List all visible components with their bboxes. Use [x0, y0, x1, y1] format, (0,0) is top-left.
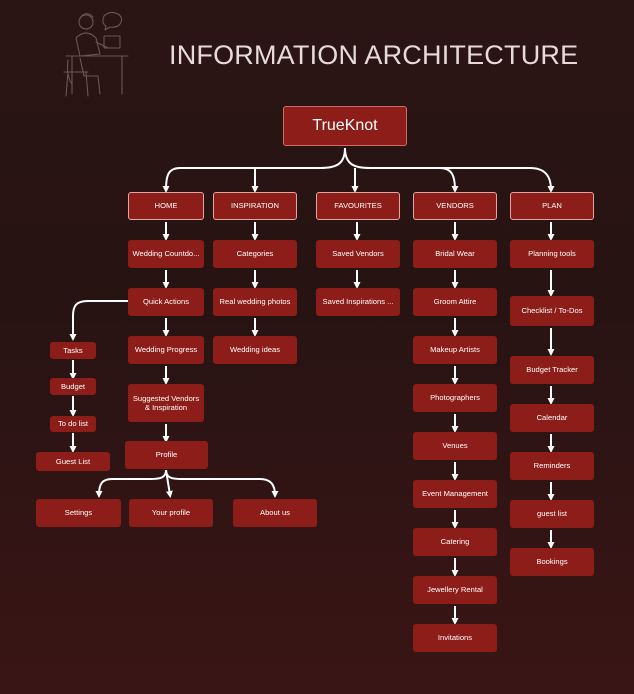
vendors-jewellery-rental: Jewellery Rental: [413, 576, 497, 604]
plan-reminders: Reminders: [510, 452, 594, 480]
root-node: TrueKnot: [283, 106, 407, 146]
category-favourites: FAVOURITES: [316, 192, 400, 220]
category-vendors: VENDORS: [413, 192, 497, 220]
profile-settings: Settings: [36, 499, 121, 527]
plan-budget-tracker: Budget Tracker: [510, 356, 594, 384]
category-inspiration: INSPIRATION: [213, 192, 297, 220]
category-home: HOME: [128, 192, 204, 220]
vendors-bridal-wear: Bridal Wear: [413, 240, 497, 268]
plan-calendar: Calendar: [510, 404, 594, 432]
quick-action-tasks: Tasks: [50, 342, 96, 359]
vendors-photographers: Photographers: [413, 384, 497, 412]
vendors-event-management: Event Management: [413, 480, 497, 508]
quick-action-guest-list: Guest List: [36, 452, 110, 471]
vendors-venues: Venues: [413, 432, 497, 460]
home-wedding-progress: Wedding Progress: [128, 336, 204, 364]
inspiration-categories: Categories: [213, 240, 297, 268]
plan-checklist-todos: Checklist / To-Dos: [510, 296, 594, 326]
category-plan: PLAN: [510, 192, 594, 220]
plan-bookings: Bookings: [510, 548, 594, 576]
vendors-catering: Catering: [413, 528, 497, 556]
vendors-makeup-artists: Makeup Artists: [413, 336, 497, 364]
vendors-invitations: Invitations: [413, 624, 497, 652]
inspiration-real-wedding-photos: Real wedding photos: [213, 288, 297, 316]
home-profile: Profile: [125, 441, 208, 469]
home-suggested-vendors: Suggested Vendors & Inspiration: [128, 384, 204, 422]
quick-action-budget: Budget: [50, 378, 96, 395]
plan-planning-tools: Planning tools: [510, 240, 594, 268]
person-at-desk-icon: [63, 11, 129, 97]
profile-your-profile: Your profile: [129, 499, 213, 527]
page-title: INFORMATION ARCHITECTURE: [169, 40, 579, 70]
quick-action-todo: To do list: [50, 416, 96, 432]
plan-guest-list: guest list: [510, 500, 594, 528]
home-wedding-countdown: Wedding Countdo...: [128, 240, 204, 268]
profile-about-us: About us: [233, 499, 317, 527]
home-quick-actions: Quick Actions: [128, 288, 204, 316]
favourites-saved-inspirations: Saved Inspirations ...: [316, 288, 400, 316]
inspiration-wedding-ideas: Wedding ideas: [213, 336, 297, 364]
favourites-saved-vendors: Saved Vendors: [316, 240, 400, 268]
vendors-groom-attire: Groom Attire: [413, 288, 497, 316]
